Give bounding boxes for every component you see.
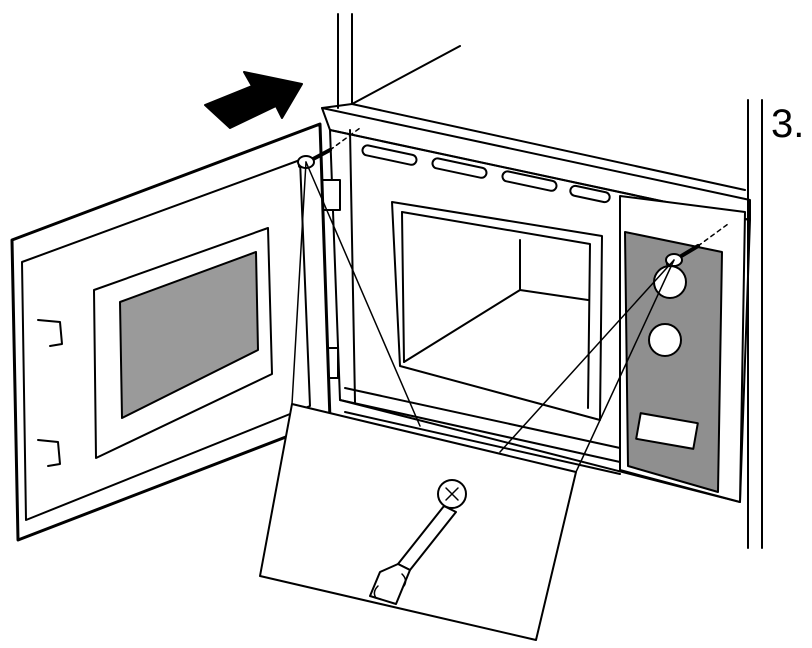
screwdriver-icon [369,479,467,605]
screw-icon [297,127,361,169]
microwave-door [10,122,332,542]
cabinet-outline [321,13,763,549]
step-number: 3. [771,102,805,146]
control-knob-bottom [648,323,682,357]
detail-callout [259,161,675,641]
rotation-arrows-icon [373,573,407,599]
control-panel [619,195,746,503]
arrow-right-icon [204,71,303,129]
